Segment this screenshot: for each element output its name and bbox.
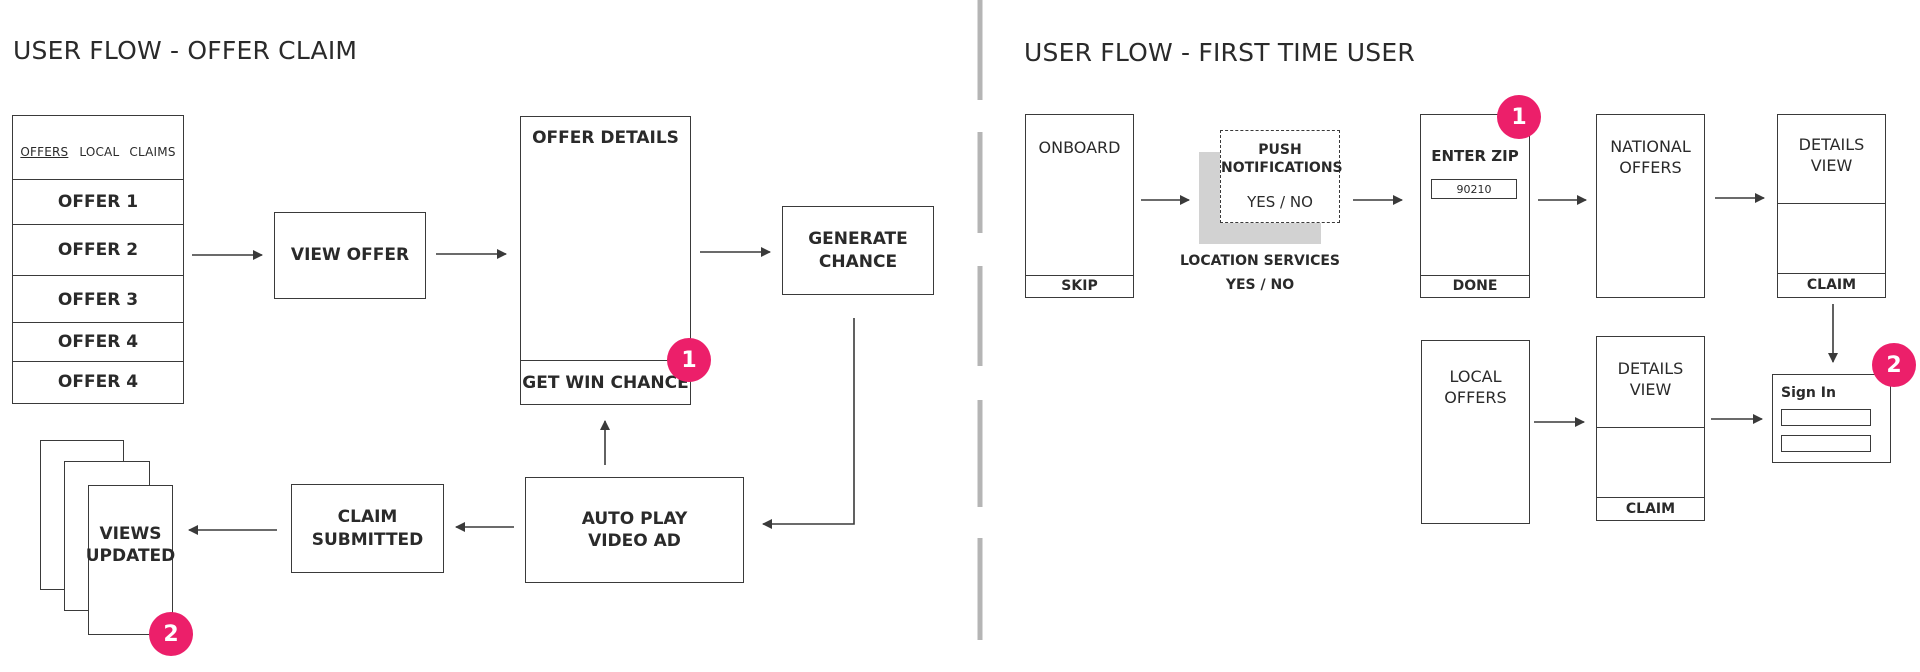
push-label: PUSH NOTIFICATIONS: [1221, 142, 1343, 177]
zip-input[interactable]: 90210: [1431, 179, 1517, 199]
auto-play-video-box: AUTO PLAY VIDEO AD: [525, 477, 744, 583]
step-badge-2: 2: [1872, 343, 1916, 387]
location-services-label: LOCATION SERVICES: [1180, 253, 1340, 269]
list-item[interactable]: OFFER 1: [57, 191, 139, 212]
push-notifications-dialog: PUSH NOTIFICATIONS YES / NO: [1220, 130, 1343, 223]
claim-submitted-box: CLAIM SUBMITTED: [291, 484, 444, 573]
list-item[interactable]: OFFER 4: [57, 371, 139, 392]
claim-button[interactable]: CLAIM: [1806, 277, 1857, 294]
location-yes-no[interactable]: YES / NO: [1225, 277, 1295, 293]
first-time-user-title: USER FLOW - FIRST TIME USER: [1024, 38, 1415, 67]
step-badge-1: 1: [1497, 95, 1541, 139]
enter-zip-label: ENTER ZIP: [1431, 147, 1519, 165]
username-field[interactable]: [1781, 409, 1871, 426]
local-offers-label: LOCAL OFFERS: [1444, 367, 1507, 407]
auto-play-label: AUTO PLAY VIDEO AD: [581, 508, 688, 551]
offers-tab-bar: OFFERS LOCAL CLAIMS: [13, 145, 183, 159]
details-view-label: DETAILS VIEW: [1798, 135, 1865, 175]
step-badge-1: 1: [667, 338, 711, 382]
list-item[interactable]: OFFER 4: [57, 331, 139, 352]
views-updated-label: VIEWS UPDATED: [85, 523, 176, 566]
get-win-chance-button[interactable]: GET WIN CHANCE: [522, 372, 689, 393]
password-field[interactable]: [1781, 435, 1871, 452]
offer-details-label: OFFER DETAILS: [532, 128, 679, 148]
details-view-screen-bottom: DETAILS VIEW CLAIM: [1596, 336, 1705, 521]
sign-in-label: Sign In: [1781, 385, 1836, 401]
onboard-label: ONBOARD: [1038, 138, 1121, 157]
details-view-screen-top: DETAILS VIEW CLAIM: [1777, 114, 1886, 298]
step-badge-2: 2: [149, 612, 193, 656]
details-view-label: DETAILS VIEW: [1617, 359, 1684, 399]
done-button[interactable]: DONE: [1452, 278, 1498, 295]
claim-button[interactable]: CLAIM: [1625, 500, 1676, 517]
push-yes-no[interactable]: YES / NO: [1247, 193, 1313, 211]
tab-local[interactable]: LOCAL: [79, 145, 120, 159]
views-updated-screen: VIEWS UPDATED: [85, 485, 176, 635]
offer-claim-title: USER FLOW - OFFER CLAIM: [13, 36, 358, 65]
claim-submitted-label: CLAIM SUBMITTED: [311, 507, 424, 550]
local-offers-screen: LOCAL OFFERS: [1421, 340, 1530, 524]
view-offer-box: VIEW OFFER: [274, 212, 426, 299]
enter-zip-screen: ENTER ZIP 90210 DONE: [1420, 114, 1530, 298]
list-item[interactable]: OFFER 3: [57, 289, 139, 310]
generate-chance-label: GENERATE CHANCE: [808, 229, 908, 272]
onboard-screen: ONBOARD SKIP: [1025, 114, 1134, 298]
offers-list-screen: OFFERS LOCAL CLAIMS OFFER 1 OFFER 2 OFFE…: [12, 115, 184, 404]
tab-offers[interactable]: OFFERS: [20, 145, 69, 159]
tab-claims[interactable]: CLAIMS: [129, 145, 176, 159]
view-offer-label: VIEW OFFER: [290, 245, 410, 266]
national-offers-label: NATIONAL OFFERS: [1610, 137, 1691, 177]
sign-in-screen: Sign In: [1772, 374, 1891, 463]
generate-chance-box: GENERATE CHANCE: [782, 206, 934, 295]
offer-details-screen: OFFER DETAILS GET WIN CHANCE: [520, 116, 691, 405]
list-item[interactable]: OFFER 2: [57, 239, 139, 260]
skip-button[interactable]: SKIP: [1061, 278, 1098, 295]
national-offers-screen: NATIONAL OFFERS: [1596, 114, 1705, 298]
